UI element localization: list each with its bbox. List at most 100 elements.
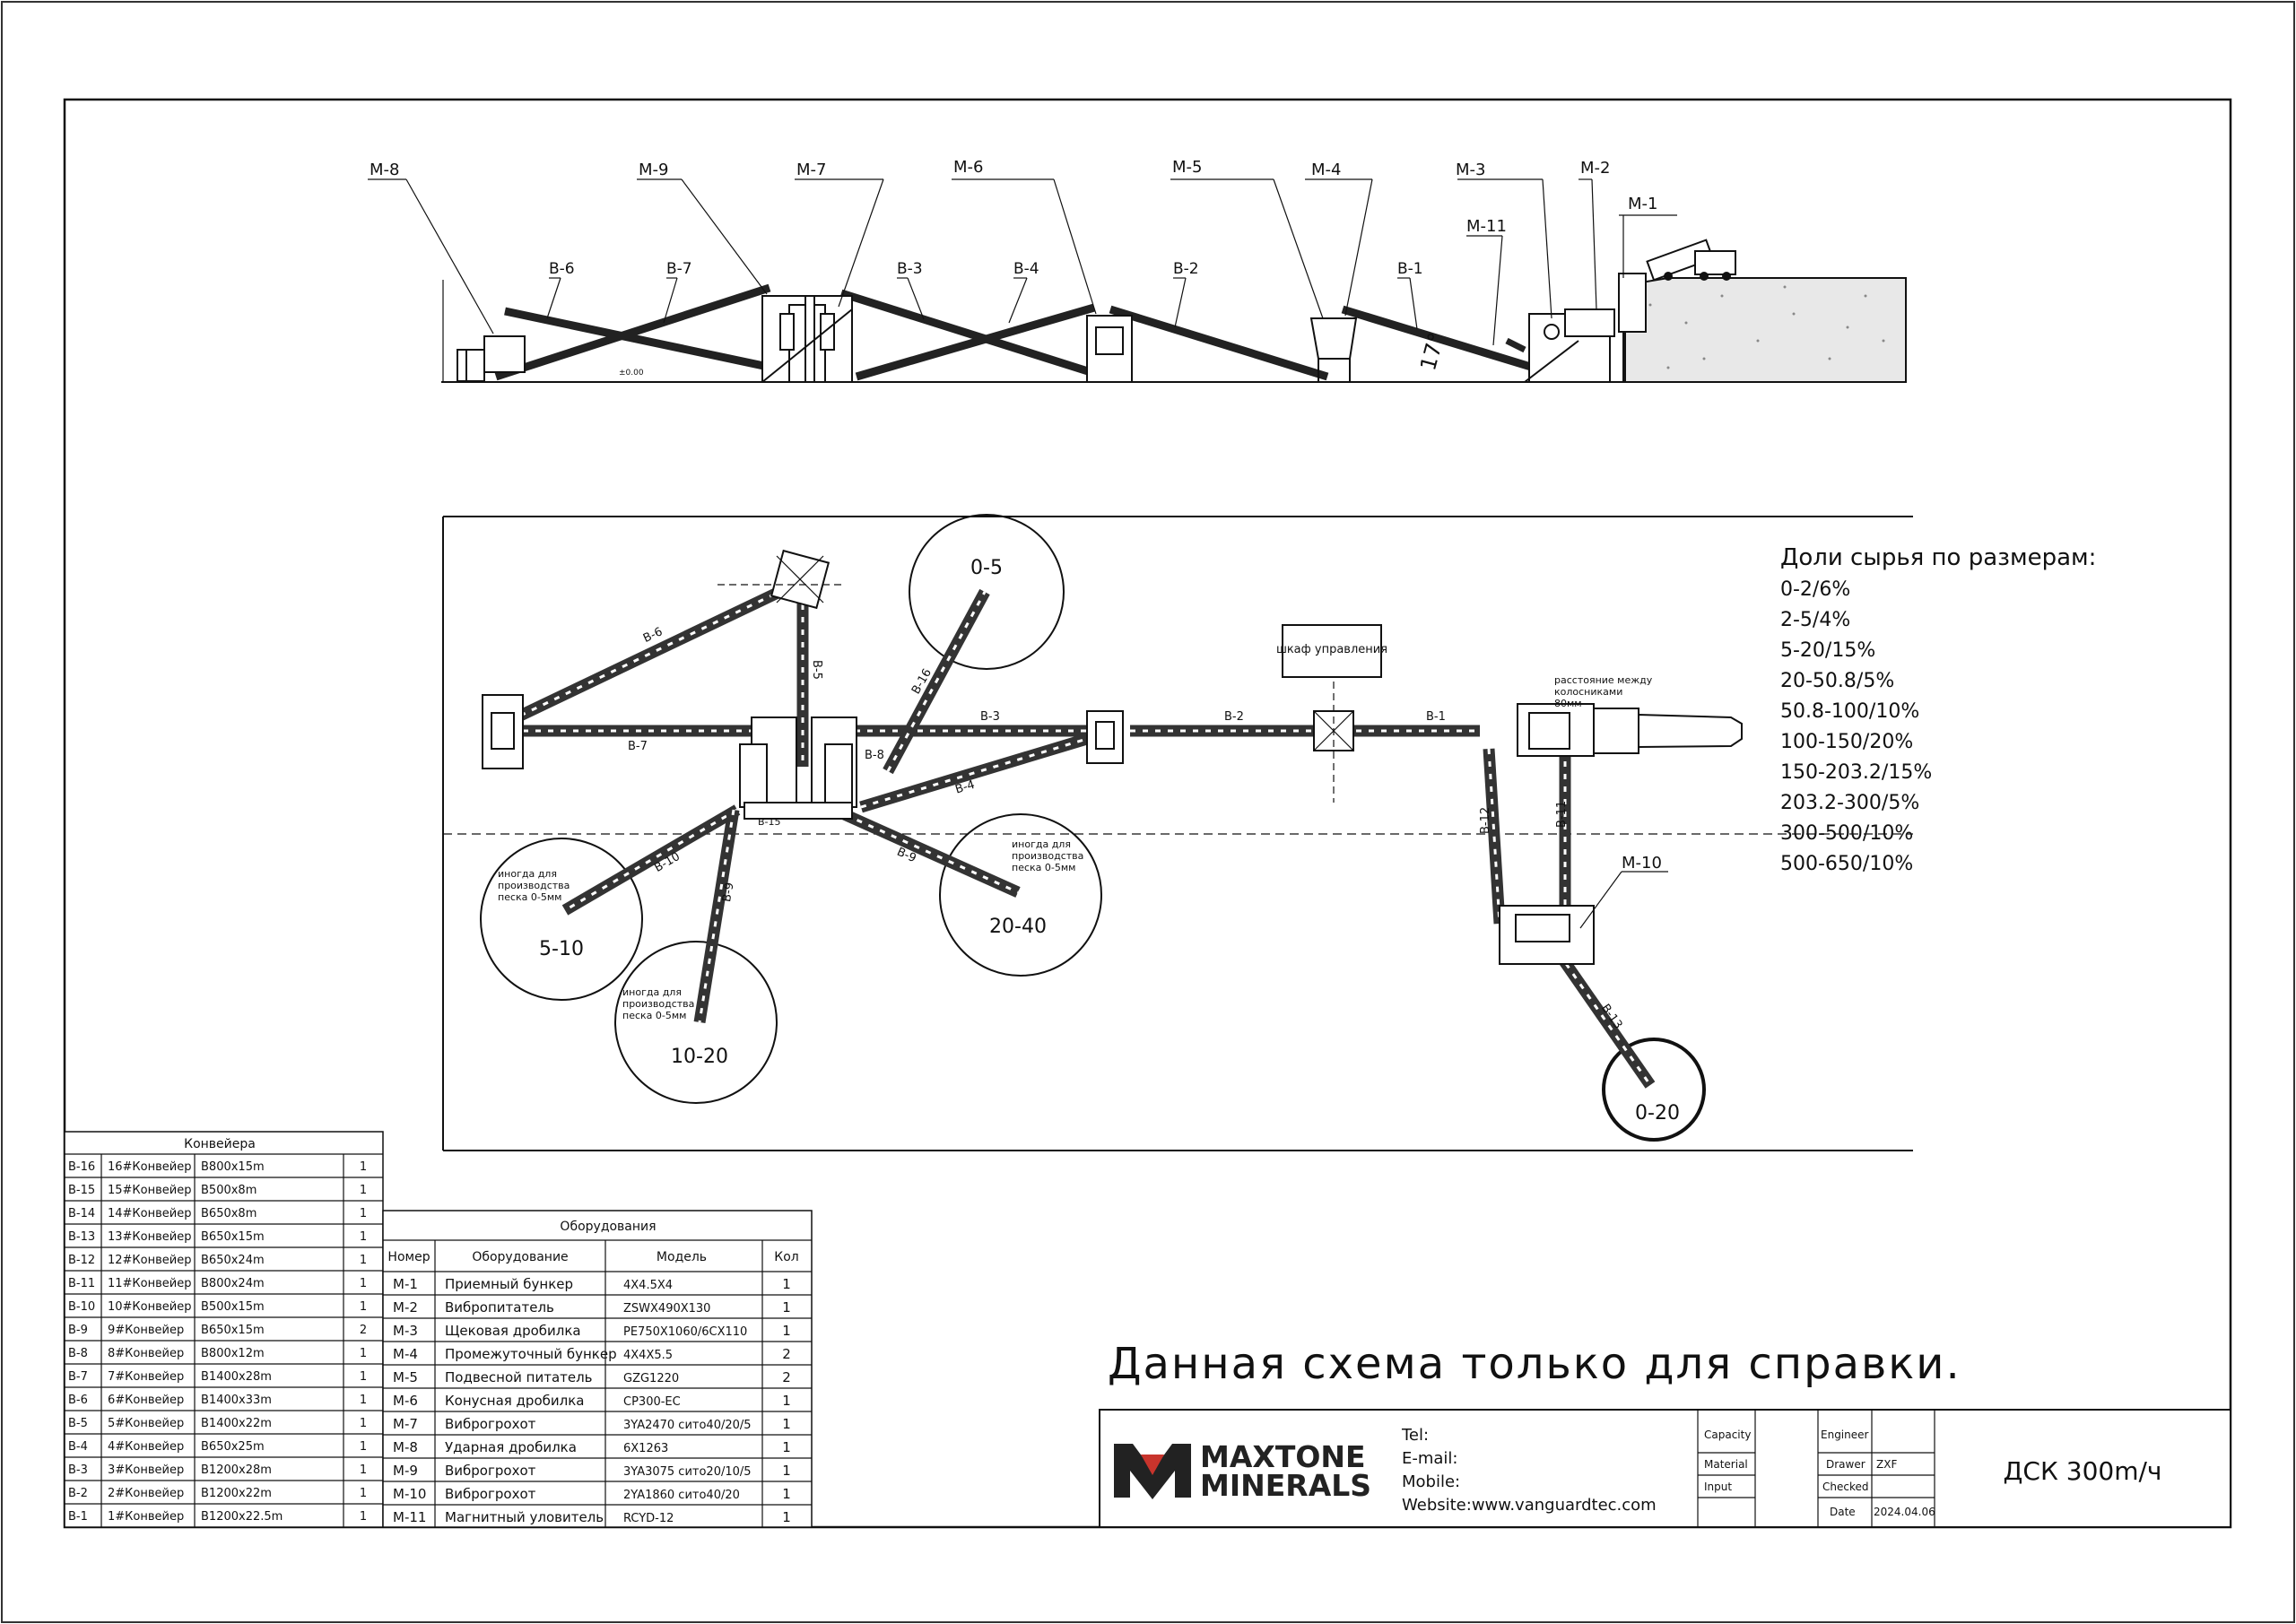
equipment-cell: 1 bbox=[782, 1299, 791, 1316]
conveyor-cell: 14#Конвейер bbox=[108, 1207, 191, 1220]
drawer-label: Drawer bbox=[1826, 1458, 1866, 1471]
equipment-cell: 6X1263 bbox=[623, 1442, 668, 1455]
conveyor-cell: 2 bbox=[360, 1324, 367, 1337]
ground-level-mark: ±0.00 bbox=[619, 369, 644, 378]
fractions-title: Доли сырья по размерам: bbox=[1780, 544, 2096, 571]
conveyor-cell: B-14 bbox=[68, 1207, 95, 1220]
impact-crusher-structure bbox=[457, 335, 526, 382]
conveyor-cell: B-12 bbox=[68, 1254, 95, 1267]
cone-crusher-structure bbox=[1086, 315, 1133, 383]
conveyor-cell: B1200x22.5m bbox=[201, 1510, 283, 1524]
conveyor-cell: B-1 bbox=[68, 1510, 88, 1524]
conveyor-cell: 6#Конвейер bbox=[108, 1394, 184, 1407]
equipment-cell: GZG1220 bbox=[623, 1372, 679, 1385]
conveyor-cell: 12#Конвейер bbox=[108, 1254, 191, 1267]
equipment-cell: Щековая дробилка bbox=[445, 1323, 581, 1339]
label-m2: M-2 bbox=[1580, 159, 1610, 178]
fraction-item: 100-150/20% bbox=[1780, 731, 1913, 753]
conveyor-cell: B800x15m bbox=[201, 1160, 265, 1174]
conveyor-cell: 4#Конвейер bbox=[108, 1440, 184, 1454]
equipment-cell: CP300-EC bbox=[623, 1395, 681, 1409]
drawer-value: ZXF bbox=[1876, 1458, 1897, 1471]
conveyor-cell: 1#Конвейер bbox=[108, 1510, 184, 1524]
conveyor-cell: 1 bbox=[360, 1440, 367, 1454]
pile-5-10 bbox=[480, 838, 643, 1001]
engineer-label: Engineer bbox=[1821, 1429, 1869, 1441]
capacity-label: Capacity bbox=[1704, 1429, 1751, 1441]
equipment-cell: 1 bbox=[782, 1416, 791, 1432]
conveyor-cell: B1400x28m bbox=[201, 1370, 272, 1384]
equipment-cell: M-7 bbox=[393, 1416, 418, 1432]
equipment-cell: Подвесной питатель bbox=[445, 1369, 593, 1385]
equip-header-qty: Кол bbox=[774, 1250, 798, 1264]
equipment-cell: Конусная дробилка bbox=[445, 1393, 584, 1409]
screen-m7-plan bbox=[811, 716, 857, 808]
conveyor-cell: 1 bbox=[360, 1417, 367, 1430]
pile-label-5-10: 5-10 bbox=[539, 938, 584, 960]
equipment-cell: M-1 bbox=[393, 1276, 418, 1292]
maxtone-logo: MAXTONE MINERALS bbox=[1114, 1439, 1371, 1503]
equipment-cell: 1 bbox=[782, 1463, 791, 1479]
plan-belt-b15: B-15 bbox=[758, 816, 781, 828]
equipment-cell: M-4 bbox=[393, 1346, 418, 1362]
conveyor-cell: 10#Конвейер bbox=[108, 1300, 191, 1314]
conveyor-cell: 1 bbox=[360, 1207, 367, 1220]
contact-email: E-mail: bbox=[1402, 1449, 1458, 1468]
plan-belt-b12: B-12 bbox=[1479, 807, 1492, 834]
pile-0-20 bbox=[1602, 1038, 1706, 1142]
plan-belt-b9a: B-9 bbox=[720, 881, 737, 903]
equipment-cell: Магнитный уловитель bbox=[445, 1509, 604, 1525]
equipment-cell: 4X4X5.5 bbox=[623, 1349, 673, 1362]
equipment-cell: M-11 bbox=[393, 1509, 426, 1525]
input-label: Input bbox=[1704, 1481, 1732, 1493]
equipment-table: Оборудования Номер Оборудование Модель К… bbox=[382, 1210, 813, 1528]
fraction-item: 203.2-300/5% bbox=[1780, 792, 1919, 814]
conveyor-cell: B800x24m bbox=[201, 1277, 265, 1290]
equipment-cell: 1 bbox=[782, 1323, 791, 1339]
fraction-item: 300-500/10% bbox=[1780, 822, 1913, 845]
plan-belt-b8: B-8 bbox=[865, 749, 884, 762]
conveyor-cell: 1 bbox=[360, 1370, 367, 1384]
conveyor-cell: B-9 bbox=[68, 1324, 88, 1337]
plan-belt-b4: B-4 bbox=[953, 778, 976, 797]
conveyor-cell: B1400x33m bbox=[201, 1394, 272, 1407]
conveyor-cell: B-2 bbox=[68, 1487, 88, 1500]
plan-belt-b3: B-3 bbox=[980, 710, 1000, 724]
plan-belt-b2: B-2 bbox=[1224, 710, 1244, 724]
elevation-view: M-8 M-9 M-7 M-6 M-5 M-4 M-3 M-2 M-1 M-11… bbox=[368, 158, 1907, 383]
equipment-cell: M-6 bbox=[393, 1393, 418, 1409]
label-m11: M-11 bbox=[1466, 217, 1507, 236]
screen-m10-plan bbox=[1499, 905, 1595, 965]
receiving-hopper-structure bbox=[1618, 273, 1647, 382]
svg-text:шкаф управления: шкаф управления bbox=[1276, 643, 1387, 656]
equipment-cell: M-2 bbox=[393, 1299, 418, 1316]
conveyor-cell: B-4 bbox=[68, 1440, 88, 1454]
conveyor-cell: B-5 bbox=[68, 1417, 88, 1430]
conveyors-title: Конвейера bbox=[184, 1137, 256, 1151]
fraction-item: 2-5/4% bbox=[1780, 609, 1850, 631]
equipment-cell: Промежуточный бункер bbox=[445, 1346, 617, 1362]
equipment-cell: Вибропитатель bbox=[445, 1299, 554, 1316]
conveyor-cell: 1 bbox=[360, 1277, 367, 1290]
label-m1: M-1 bbox=[1628, 195, 1657, 213]
pile-label-10-20: 10-20 bbox=[671, 1046, 728, 1068]
pile-label-0-5: 0-5 bbox=[970, 557, 1003, 579]
equipment-cell: 1 bbox=[782, 1486, 791, 1502]
plan-belt-b11: B-11 bbox=[1555, 801, 1569, 828]
conveyor-cell: 1 bbox=[360, 1463, 367, 1477]
date-label: Date bbox=[1830, 1506, 1856, 1518]
conveyor-cell: B-3 bbox=[68, 1463, 88, 1477]
plan-view: шкаф управления 0-5 5-10 10-20 20-40 0-2… bbox=[442, 514, 1913, 1151]
screen-tower-structure bbox=[761, 295, 853, 383]
impact-crusher-plan bbox=[482, 694, 524, 769]
contact-website: Website:www.vanguardtec.com bbox=[1402, 1496, 1657, 1515]
conveyor-cell: 1 bbox=[360, 1300, 367, 1314]
equip-header-model: Модель bbox=[657, 1250, 707, 1264]
conveyor-cell: 8#Конвейер bbox=[108, 1347, 184, 1360]
contact-mobile: Mobile: bbox=[1402, 1472, 1460, 1491]
ground-fill bbox=[1624, 277, 1907, 383]
conveyor-cell: B500x15m bbox=[201, 1300, 265, 1314]
equipment-cell: M-9 bbox=[393, 1463, 418, 1479]
label-m9: M-9 bbox=[639, 161, 668, 179]
